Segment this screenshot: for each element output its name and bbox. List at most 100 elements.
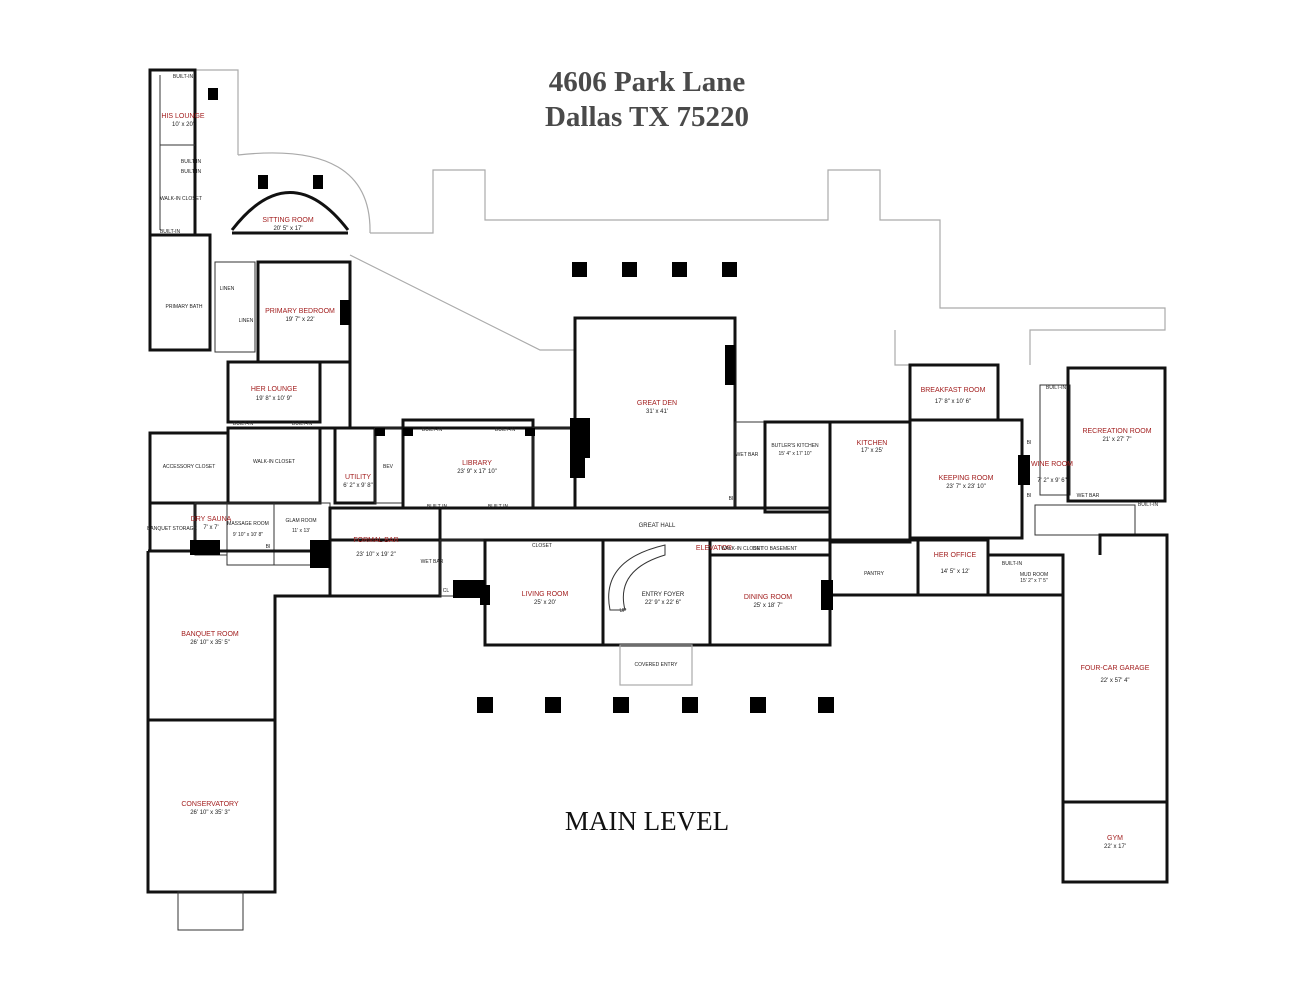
- room-labels: HIS LOUNGE 10' x 20' WALK-IN CLOSET SITT…: [147, 113, 1152, 850]
- column: [545, 697, 561, 713]
- room-dim-mud-room: 15' 2" x 7' 5": [1020, 578, 1048, 584]
- bi-label: BI: [266, 544, 271, 550]
- room-dim-breakfast-room: 17' 8" x 10' 6": [935, 399, 971, 405]
- built-in-label: BUILT-IN: [292, 421, 313, 427]
- room-name-great-den: GREAT DEN: [637, 400, 677, 407]
- room-name-her-lounge: HER LOUNGE: [251, 386, 298, 393]
- room-dim-wine-room: 7' 2" x 9' 6": [1037, 478, 1067, 484]
- room-name-primary-bedroom: PRIMARY BEDROOM: [265, 308, 335, 315]
- built-in-label: BUILT-IN: [181, 169, 202, 175]
- room-dim-library: 23' 9" x 17' 10": [457, 469, 497, 475]
- closet-label: CLOSET: [532, 543, 552, 549]
- room-name-dry-sauna: DRY SAUNA: [191, 516, 232, 523]
- room-dim-massage-room: 9' 10" x 10' 8": [233, 532, 263, 538]
- room-name-walk-in-closet-mid: WALK-IN CLOSET: [253, 459, 295, 465]
- walls: [146, 68, 1169, 931]
- column: [477, 697, 493, 713]
- room-name-conservatory: CONSERVATORY: [181, 801, 239, 808]
- column: [672, 262, 687, 277]
- fireplaces: [190, 88, 1030, 610]
- room-name-walk-in-closet-top: WALK-IN CLOSET: [160, 196, 202, 202]
- room-dim-primary-bedroom: 19' 7" x 22': [285, 317, 314, 323]
- room-dim-formal-bar: 23' 10" x 19' 2": [356, 552, 396, 558]
- room-name-utility: UTILITY: [345, 474, 371, 481]
- room-dim-four-car-garage: 22' x 57' 4": [1100, 678, 1129, 684]
- address-line-2: Dallas TX 75220: [545, 101, 749, 133]
- built-in-label: BUILT-IN: [1138, 502, 1159, 508]
- walk-in-closet-label: WALK-IN CLOSET: [721, 546, 763, 552]
- room-dim-glam-room: 11' x 13': [292, 528, 310, 534]
- terrace-columns: [572, 262, 737, 277]
- room-dim-her-lounge: 19' 8" x 10' 9": [256, 396, 292, 402]
- room-name-primary-bath: PRIMARY BATH: [166, 304, 203, 310]
- room-dim-butlers-kitchen: 15' 4" x 17' 10": [779, 451, 812, 457]
- room-name-banquet-room: BANQUET ROOM: [181, 631, 239, 638]
- built-in-label: BUILT-IN: [1046, 385, 1067, 391]
- room-dim-banquet-room: 26' 10" x 35' 5": [190, 640, 230, 646]
- room-name-bev: BEV: [383, 464, 394, 470]
- front-columns: [477, 697, 834, 713]
- room-name-sitting-room: SITTING ROOM: [262, 217, 314, 224]
- room-dim-dining-room: 25' x 18' 7": [753, 603, 782, 609]
- column: [750, 697, 766, 713]
- built-in-label: BUILT-IN: [233, 421, 254, 427]
- column: [572, 262, 587, 277]
- room-name-covered-entry: COVERED ENTRY: [635, 662, 679, 668]
- room-name-banquet-storage: BANQUET STORAGE: [147, 526, 197, 532]
- room-dim-recreation-room: 21' x 27' 7": [1102, 437, 1131, 443]
- level-label: MAIN LEVEL: [565, 806, 729, 836]
- column: [682, 697, 698, 713]
- room-dim-kitchen: 17' x 25': [861, 448, 883, 454]
- room-name-gym: GYM: [1107, 835, 1123, 842]
- annotations: BUILT-IN BUILT-IN BUILT-IN BUILT-IN BUIL…: [160, 74, 1159, 614]
- wet-bar-label: WET BAR: [1077, 493, 1100, 499]
- cl-label: CL: [443, 588, 450, 594]
- built-in-label: BUILT-IN: [173, 74, 194, 80]
- room-name-mud-room: MUD ROOM: [1020, 572, 1048, 578]
- room-name-butlers-kitchen: BUTLER'S KITCHEN: [771, 443, 819, 449]
- room-dim-keeping-room: 23' 7" x 23' 10": [946, 484, 986, 490]
- room-name-accessory-closet: ACCESSORY CLOSET: [163, 464, 216, 470]
- room-dim-his-lounge: 10' x 20': [172, 122, 194, 128]
- dn-to-basement-label: DN TO BASEMENT: [753, 546, 797, 552]
- room-name-massage-room: MASSAGE ROOM: [227, 521, 269, 527]
- built-in-label: BUILT-IN: [488, 504, 509, 510]
- address-line-1: 4606 Park Lane: [549, 66, 746, 98]
- bi-label: BI: [1027, 493, 1032, 499]
- staircase: [608, 544, 666, 611]
- column: [722, 262, 737, 277]
- room-name-four-car-garage: FOUR-CAR GARAGE: [1081, 665, 1150, 672]
- room-dim-entry-foyer: 22' 9" x 22' 6": [645, 600, 681, 606]
- room-dim-her-office: 14' 5" x 12': [940, 569, 969, 575]
- up-label: UP: [620, 608, 628, 614]
- bi-label: BI: [729, 496, 734, 502]
- built-in-label: BUILT-IN: [1002, 561, 1023, 567]
- room-name-recreation-room: RECREATION ROOM: [1082, 428, 1151, 435]
- room-name-living-room: LIVING ROOM: [522, 591, 569, 598]
- room-name-formal-bar: FORMAL BAR: [353, 537, 398, 544]
- room-name-her-office: HER OFFICE: [934, 552, 977, 559]
- room-name-his-lounge: HIS LOUNGE: [161, 113, 205, 120]
- room-dim-gym: 22' x 17': [1104, 844, 1126, 850]
- linen-label: LINEN: [239, 318, 254, 324]
- room-name-pantry: PANTRY: [864, 571, 884, 577]
- room-dim-dry-sauna: 7' x 7': [203, 525, 218, 531]
- room-name-keeping-room: KEEPING ROOM: [939, 475, 994, 482]
- wet-bar-label: WET BAR: [736, 452, 759, 458]
- room-dim-great-den: 31' x 41': [646, 409, 668, 415]
- wet-bar-label: WET BAR: [421, 559, 444, 565]
- room-name-great-hall: GREAT HALL: [639, 523, 676, 529]
- elevator-label: ELEVATOR: [696, 545, 732, 552]
- room-name-glam-room: GLAM ROOM: [285, 518, 316, 524]
- built-in-label: BUILT-IN: [422, 427, 443, 433]
- room-dim-conservatory: 26' 10" x 35' 3": [190, 810, 230, 816]
- built-in-label: BUILT-IN: [495, 427, 516, 433]
- room-dim-utility: 6' 2" x 9' 8": [343, 483, 373, 489]
- room-name-entry-foyer: ENTRY FOYER: [642, 592, 685, 598]
- column: [613, 697, 629, 713]
- room-dim-living-room: 25' x 20': [534, 600, 556, 606]
- room-dim-sitting-room: 20' 5" x 17': [273, 226, 302, 232]
- built-in-label: BUILT-IN: [427, 504, 448, 510]
- built-in-label: BUILT-IN: [181, 159, 202, 165]
